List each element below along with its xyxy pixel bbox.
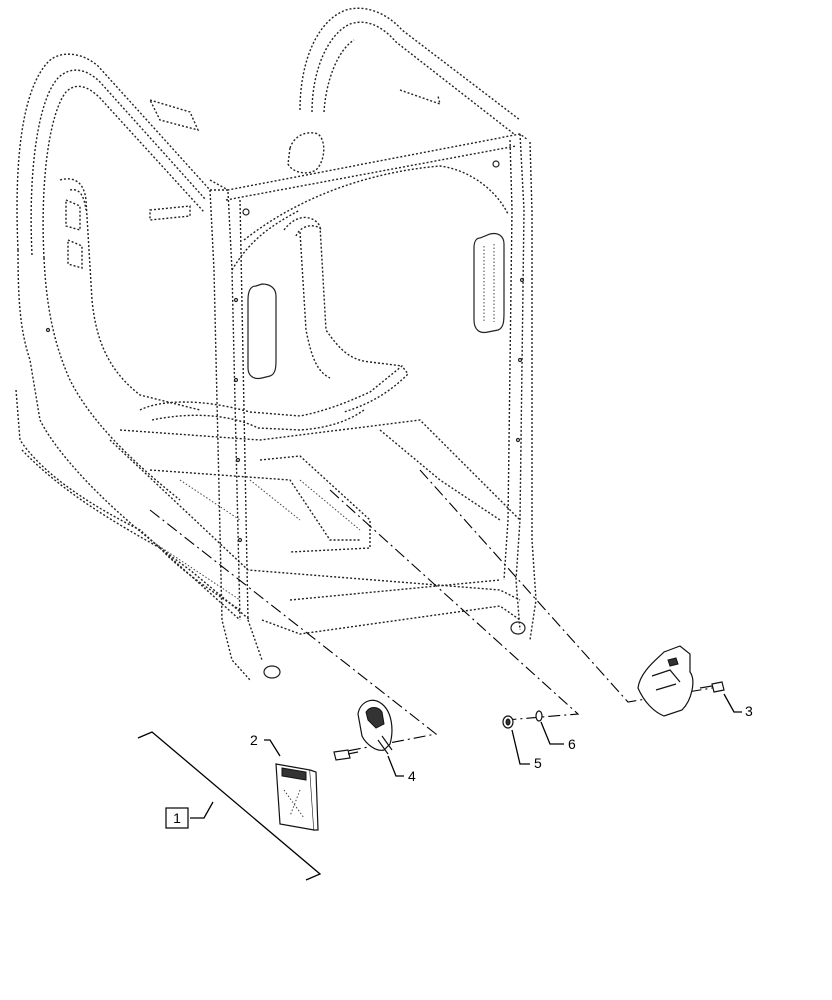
callout-4-label: 4: [408, 768, 416, 784]
callout-5: 5: [511, 729, 542, 771]
assembly-centerlines: [149, 469, 725, 753]
callout-3: 3: [723, 693, 753, 719]
callout-4: 4: [387, 755, 416, 784]
centerline-to-part-5-6: [329, 489, 580, 721]
part-5-nut: [502, 715, 514, 729]
callout-3-leader: [723, 693, 742, 713]
kit-bracket: [137, 731, 322, 881]
callout-3-label: 3: [745, 703, 753, 719]
part-6-washer: [535, 710, 543, 722]
callout-1: 1: [165, 807, 189, 829]
part-4-handle: [333, 699, 393, 761]
callout-5-label: 5: [534, 755, 542, 771]
callout-2-label: 2: [250, 732, 258, 748]
callout-6: 6: [540, 721, 576, 752]
callout-4-leader: [387, 755, 404, 777]
callout-6-label: 6: [568, 736, 576, 752]
callout-5-leader: [511, 729, 530, 765]
cab-frame-illustration: [15, 7, 537, 681]
callout-1-label: 1: [173, 810, 181, 826]
part-3-bracket: [637, 645, 725, 717]
callout-6-leader: [540, 721, 564, 745]
part-2-manual: [275, 763, 319, 831]
callout-2: 2: [250, 732, 281, 757]
callout-1-box: [165, 807, 189, 829]
callout-2-leader: [264, 739, 281, 757]
